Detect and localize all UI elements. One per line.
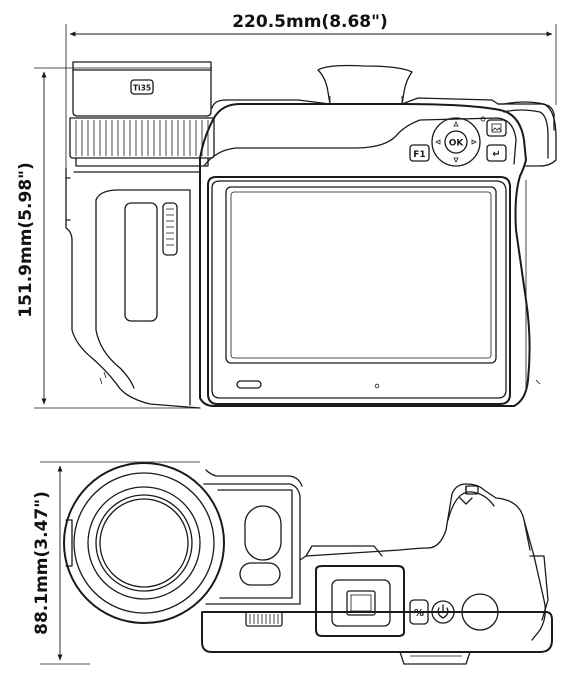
depth-label: 88.1mm(3.47") [32, 491, 52, 635]
back-button-label: ↵ [492, 149, 500, 160]
ok-button-label: OK [449, 139, 465, 149]
display-screen [225, 186, 497, 364]
ok-dpad[interactable]: OK [431, 117, 481, 167]
focus-ring-knurl [75, 120, 209, 156]
lens-badge: Ti35 [133, 84, 151, 93]
image-button[interactable] [486, 119, 507, 137]
width-dimension: 220.5mm(8.68") [65, 12, 557, 175]
camera-front-view: Ti35 OK [65, 61, 557, 409]
camera-side-view: % [63, 462, 553, 665]
f1-button[interactable]: F1 [409, 144, 430, 162]
power-button[interactable] [431, 600, 455, 624]
height-dimension: 151.9mm(5.98") [16, 67, 212, 409]
back-button[interactable]: ↵ [486, 144, 507, 162]
percent-button-label: % [414, 608, 424, 619]
width-label: 220.5mm(8.68") [232, 12, 388, 32]
depth-dimension: 88.1mm(3.47") [32, 461, 200, 665]
trigger-button[interactable] [461, 593, 499, 631]
percent-button[interactable]: % [409, 599, 429, 625]
f1-button-label: F1 [413, 150, 425, 160]
vent-grille [245, 611, 283, 627]
height-label: 151.9mm(5.98") [16, 162, 36, 318]
